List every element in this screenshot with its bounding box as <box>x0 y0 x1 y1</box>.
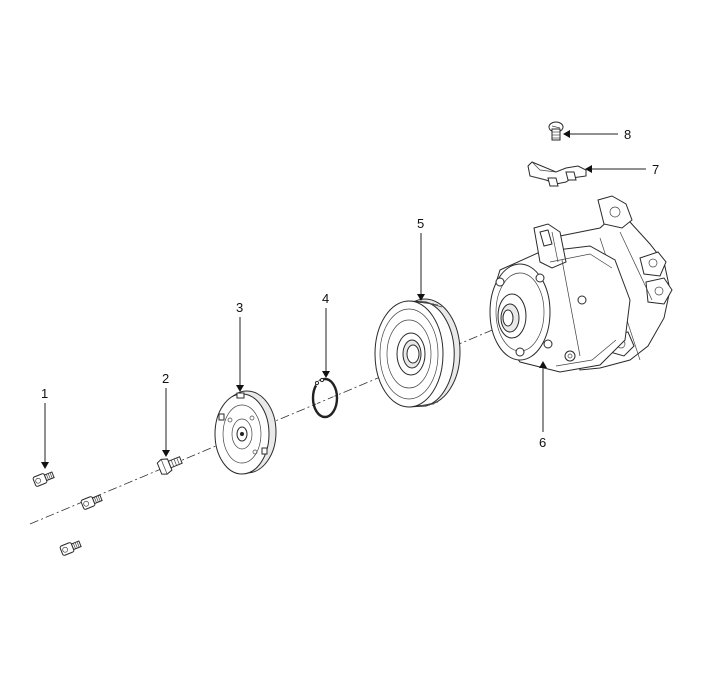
clutch-disc-part-3 <box>214 390 277 475</box>
bolt-part-1b <box>80 494 103 510</box>
pulley-part-5 <box>374 298 461 408</box>
bolt-part-1 <box>32 471 55 487</box>
callout-7: 7 <box>652 162 659 177</box>
hex-bolt-part-2 <box>156 456 183 475</box>
callout-2: 2 <box>162 371 169 386</box>
assembly-centerline <box>29 309 541 525</box>
callout-1: 1 <box>41 386 48 401</box>
bracket-part-7 <box>527 161 587 187</box>
callout-8: 8 <box>624 127 631 142</box>
callout-3: 3 <box>236 300 243 315</box>
callout-5: 5 <box>417 216 424 231</box>
screw-part-8 <box>548 121 564 141</box>
callout-6: 6 <box>539 435 546 450</box>
snap-ring-part-4 <box>311 377 339 419</box>
bolt-part-1c <box>59 540 82 556</box>
callout-labels: 1 2 3 4 5 6 7 8 <box>41 127 659 450</box>
leader-lines <box>41 130 646 469</box>
callout-4: 4 <box>322 291 329 306</box>
compressor-part-6 <box>489 195 673 373</box>
